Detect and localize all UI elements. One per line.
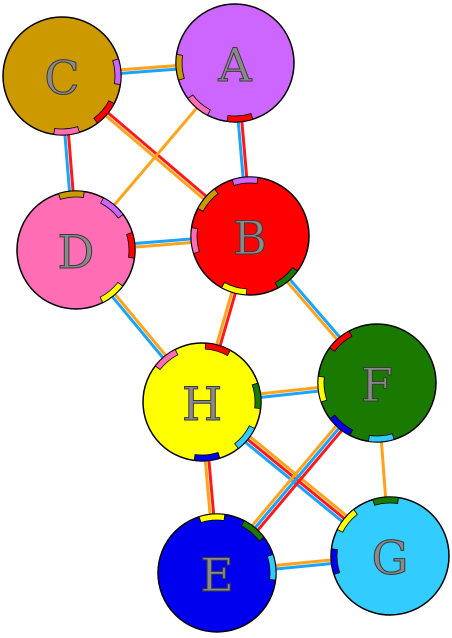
port-marker-H — [221, 281, 248, 296]
port-marker-A — [112, 58, 122, 85]
port-marker-D — [53, 126, 80, 136]
node-A[interactable]: A — [175, 3, 295, 123]
port-marker-H — [317, 375, 328, 403]
node-label: C — [44, 51, 79, 105]
port-marker-G — [234, 425, 256, 450]
port-marker-C — [175, 54, 185, 81]
node-label: H — [182, 377, 222, 431]
port-marker-F — [251, 382, 262, 410]
node-label: F — [361, 358, 393, 412]
port-marker-H — [99, 281, 124, 304]
port-marker-E — [330, 548, 341, 575]
port-marker-D — [190, 227, 200, 254]
port-marker-B — [93, 100, 115, 124]
port-marker-B — [329, 330, 353, 352]
port-marker-B — [126, 232, 136, 259]
port-marker-E — [329, 414, 354, 436]
port-marker-B — [226, 113, 254, 123]
port-marker-G — [368, 433, 395, 443]
port-marker-D — [187, 94, 211, 116]
node-D[interactable]: D — [16, 190, 136, 310]
port-marker-A — [100, 197, 124, 219]
port-marker-E — [193, 452, 221, 462]
port-marker-A — [231, 176, 259, 186]
port-marker-H — [198, 513, 226, 523]
port-marker-F — [240, 520, 265, 542]
node-E[interactable]: E — [157, 513, 277, 633]
node-layer: A B C D E F G H — [2, 3, 450, 633]
node-label: B — [233, 211, 267, 265]
port-marker-C — [58, 190, 85, 200]
port-marker-D — [154, 348, 179, 371]
edge-layer — [58, 59, 394, 577]
port-marker-F — [372, 496, 399, 506]
node-G[interactable]: G — [330, 496, 450, 616]
node-label: A — [217, 38, 252, 92]
port-marker-F — [274, 267, 298, 289]
node-C[interactable]: C — [2, 16, 122, 136]
port-marker-H — [336, 508, 358, 533]
port-marker-C — [197, 188, 219, 212]
node-F[interactable]: F — [317, 323, 437, 443]
node-H[interactable]: H — [142, 342, 262, 462]
port-marker-B — [204, 342, 231, 357]
node-label: E — [200, 548, 234, 602]
node-label: D — [58, 225, 95, 279]
node-label: G — [372, 531, 409, 585]
port-marker-G — [266, 554, 277, 581]
node-B[interactable]: B — [190, 176, 310, 296]
